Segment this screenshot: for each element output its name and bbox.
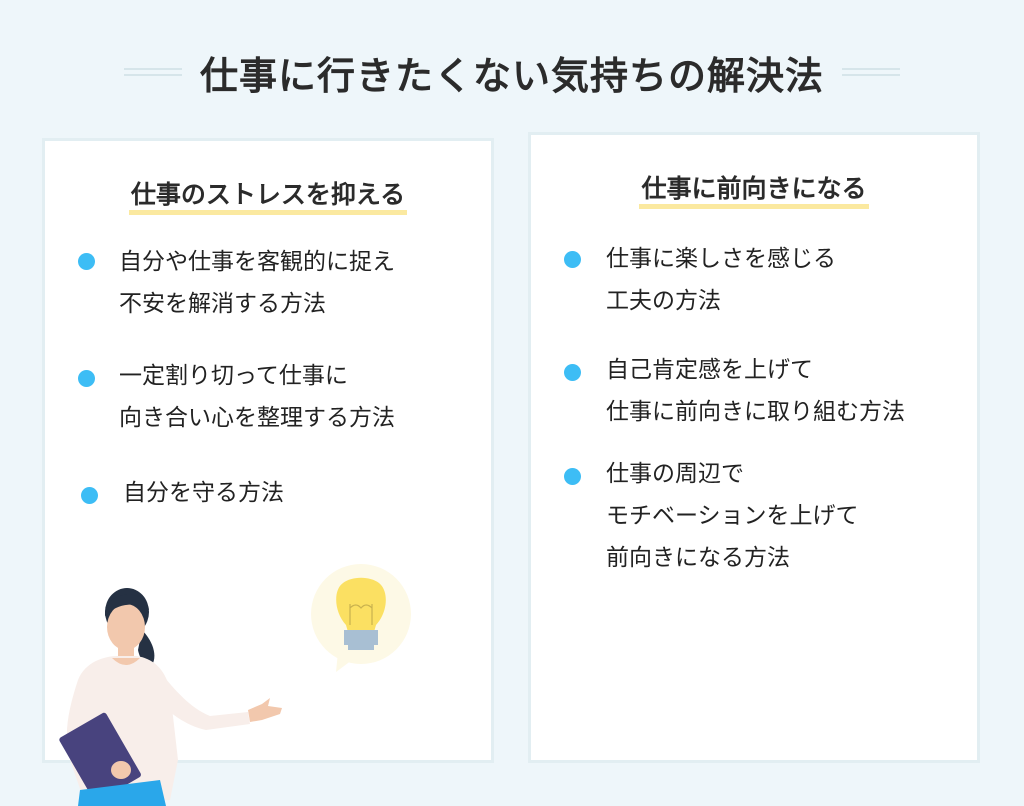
list-item-text: 一定割り切って仕事に 向き合い心を整理する方法 (119, 363, 395, 431)
title-decoration-right (842, 68, 900, 76)
card-title: 仕事のストレスを抑える (128, 175, 408, 217)
card-header: 仕事のストレスを抑える (45, 175, 491, 217)
page-title: 仕事に行きたくない気持ちの解決法 (199, 53, 824, 98)
list-item-text: 自分や仕事を客観的に捉え 不安を解消する方法 (119, 249, 395, 317)
bullet-icon (78, 253, 95, 270)
bullet-icon (78, 370, 95, 387)
bullet-icon (81, 487, 98, 504)
card-title: 仕事に前向きになる (639, 169, 869, 211)
title-decoration-left (123, 68, 182, 76)
bullet-icon (564, 251, 581, 268)
bullet-icon (564, 364, 581, 381)
page-header: 仕事に行きたくない気持ちの解決法 (0, 40, 1024, 104)
list-item-text: 仕事の周辺で モチベーションを上げて 前向きになる方法 (606, 461, 859, 571)
list-item-text: 仕事に楽しさを感じる 工夫の方法 (606, 246, 836, 314)
bullet-icon (564, 468, 581, 485)
list-item-text: 自己肯定感を上げて 仕事に前向きに取り組む方法 (606, 357, 905, 425)
card-header: 仕事に前向きになる (531, 169, 977, 211)
card-reduce-stress: 仕事のストレスを抑える 自分や仕事を客観的に捉え 不安を解消する方法 一定割り切… (42, 138, 494, 763)
card-be-positive: 仕事に前向きになる 仕事に楽しさを感じる 工夫の方法 自己肯定感を上げて 仕事に… (528, 132, 980, 763)
list-item-text: 自分を守る方法 (123, 480, 284, 506)
